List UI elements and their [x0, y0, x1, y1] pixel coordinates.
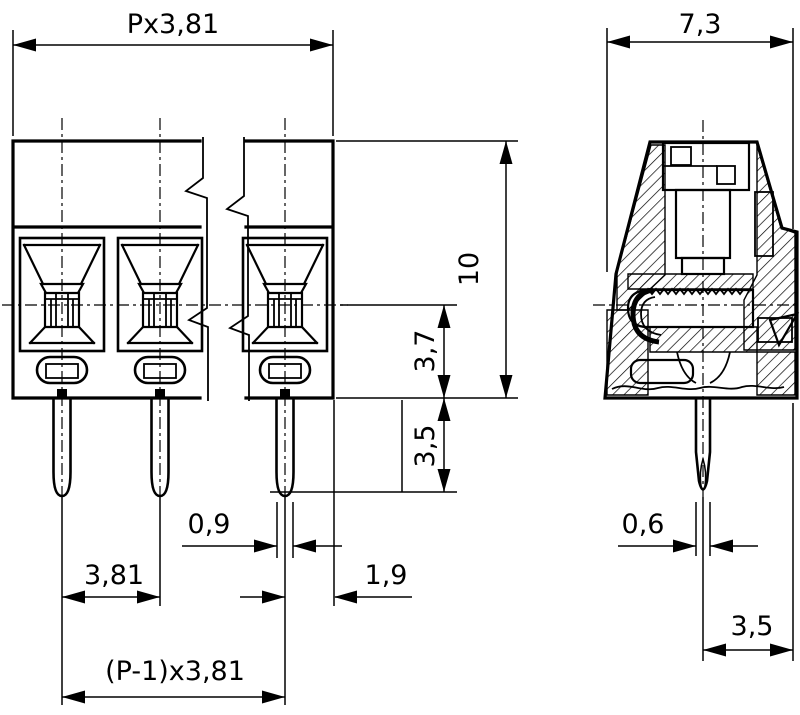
dim-label-total-width: Px3,81	[127, 9, 219, 40]
centerlines	[2, 118, 799, 497]
dim-label-height: 10	[454, 252, 485, 286]
dim-label-depth: 7,3	[679, 9, 722, 40]
dim-label-pin-width-side: 0,6	[622, 509, 665, 540]
dim-label-pin-to-back: 3,5	[731, 611, 774, 642]
section-hatching	[606, 144, 796, 396]
dim-label-pitch: 3,81	[84, 560, 144, 591]
front-view	[11, 137, 335, 498]
dim-label-pin-width-front: 0,9	[188, 509, 231, 540]
side-view	[603, 140, 800, 491]
dim-label-pin-length: 3,5	[410, 425, 441, 468]
dim-label-last-pole-to-edge: 1,9	[365, 560, 408, 591]
screw-section	[661, 141, 751, 276]
dimension-annotations: Px3,81 7,3 10 3,7 3,5 0,9 3,81 1,9 (P-1)…	[12, 9, 794, 705]
dimension-arrowheads	[13, 35, 793, 704]
dim-label-center-to-bottom: 3,7	[410, 330, 441, 373]
wire-clamp-section	[611, 191, 800, 391]
dim-label-pin-span: (P-1)x3,81	[105, 656, 245, 687]
break-lines	[184, 137, 250, 401]
